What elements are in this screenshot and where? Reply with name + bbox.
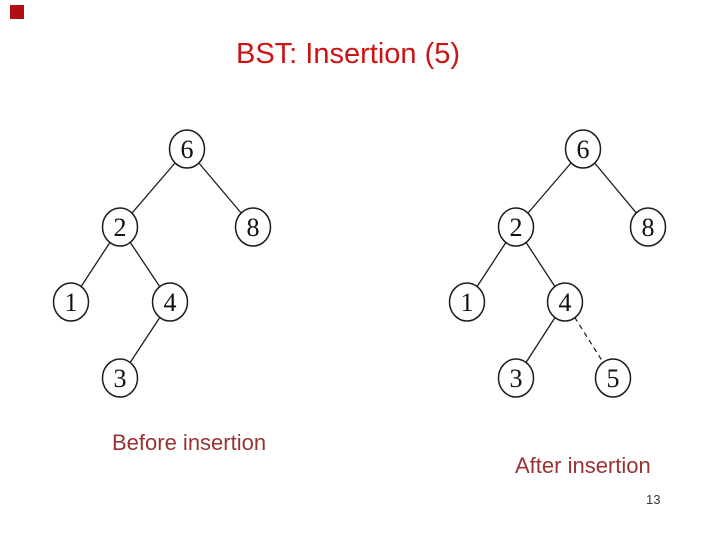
tree-node-circle: [448, 282, 486, 322]
tree-node-circle: [101, 207, 139, 247]
page-number: 13: [646, 492, 661, 507]
tree-node-2: 2: [101, 207, 139, 247]
tree-node-4: 4: [151, 282, 189, 322]
tree-node-circle: [546, 282, 584, 322]
tree-node-circle: [629, 207, 667, 247]
tree-node-circle: [564, 129, 602, 169]
tree-node-4: 4: [546, 282, 584, 322]
tree-node-value: 4: [559, 288, 572, 317]
tree-node-value: 4: [164, 288, 177, 317]
tree-node-5: 5: [594, 358, 632, 398]
tree-node-1: 1: [52, 282, 90, 322]
tree-node-8: 8: [629, 207, 667, 247]
tree-node-circle: [101, 358, 139, 398]
tree-node-value: 6: [181, 135, 194, 164]
tree-node-value: 2: [114, 213, 127, 242]
slide-title: BST: Insertion (5): [236, 38, 461, 70]
tree-node-circle: [151, 282, 189, 322]
tree-node-2: 2: [497, 207, 535, 247]
tree-node-1: 1: [448, 282, 486, 322]
tree-node-value: 1: [461, 288, 474, 317]
tree-node-6: 6: [168, 129, 206, 169]
tree-node-value: 1: [65, 288, 78, 317]
tree-node-value: 2: [510, 213, 523, 242]
tree-node-8: 8: [234, 207, 272, 247]
tree-node-value: 8: [642, 213, 655, 242]
tree-node-value: 3: [510, 364, 523, 393]
tree-node-value: 3: [114, 364, 127, 393]
tree-node-3: 3: [497, 358, 535, 398]
tree-node-circle: [497, 207, 535, 247]
tree-node-circle: [168, 129, 206, 169]
red-square-decoration: [10, 5, 24, 19]
caption-before-insertion: Before insertion: [112, 430, 267, 455]
tree-node-6: 6: [564, 129, 602, 169]
tree-node-circle: [52, 282, 90, 322]
tree-node-value: 5: [607, 364, 620, 393]
tree-node-value: 8: [247, 213, 260, 242]
tree-node-circle: [234, 207, 272, 247]
tree-node-3: 3: [101, 358, 139, 398]
tree-node-value: 6: [577, 135, 590, 164]
tree-node-circle: [497, 358, 535, 398]
caption-after-insertion: After insertion: [515, 453, 651, 478]
tree-node-circle: [594, 358, 632, 398]
